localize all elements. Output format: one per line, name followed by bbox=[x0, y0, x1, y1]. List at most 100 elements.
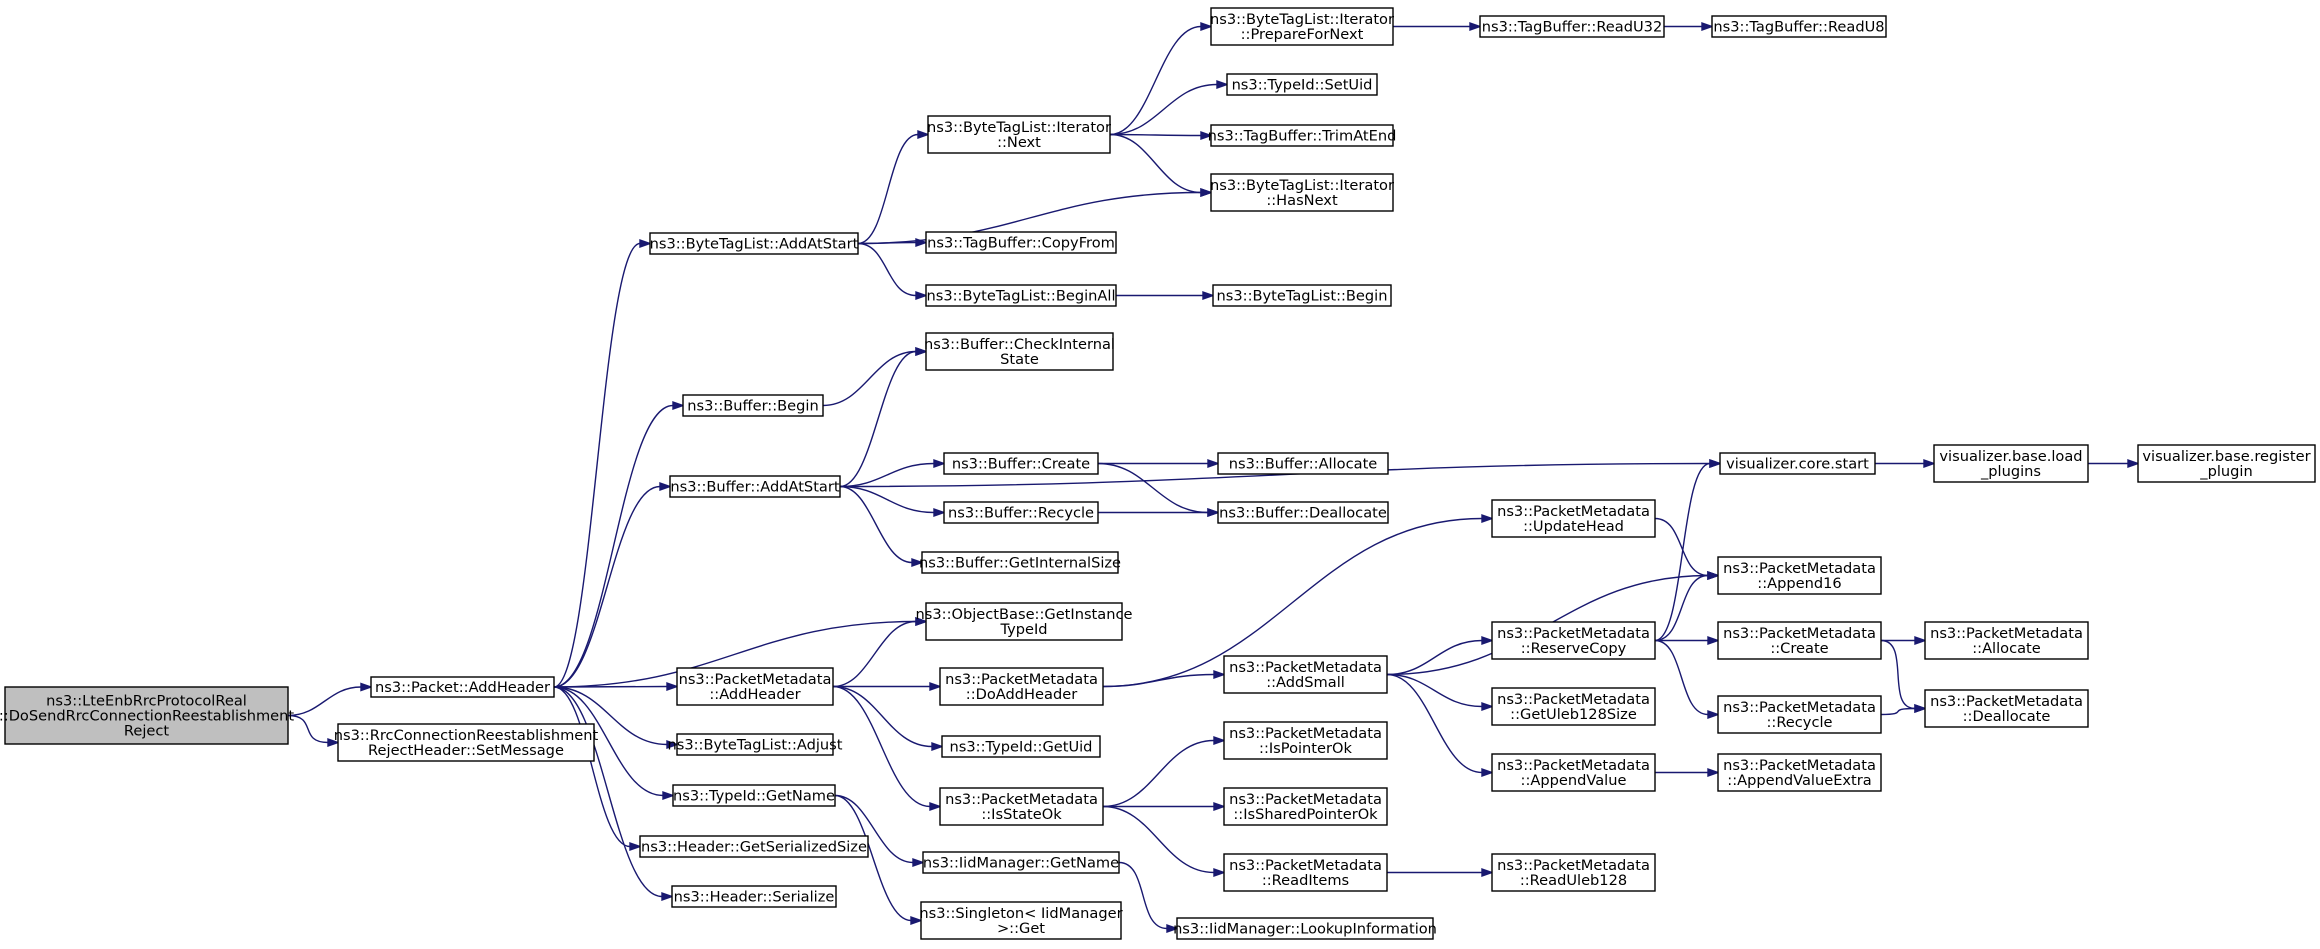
node-label: RejectHeader::SetMessage bbox=[368, 742, 564, 759]
node-typeid-setuid[interactable]: ns3::TypeId::SetUid bbox=[1226, 73, 1378, 96]
node-pm-append16[interactable]: ns3::PacketMetadata::Append16 bbox=[1717, 556, 1882, 595]
node-buf-recycle[interactable]: ns3::Buffer::Recycle bbox=[943, 501, 1099, 524]
node-root[interactable]: ns3::LteEnbRrcProtocolReal::DoSendRrcCon… bbox=[0, 686, 294, 745]
edge-buf-addatstart-to-buf-recycle bbox=[839, 485, 947, 517]
node-label: ::UpdateHead bbox=[1523, 518, 1624, 535]
node-label: ns3::IidManager::GetName bbox=[923, 855, 1119, 872]
edge-line bbox=[1102, 739, 1215, 808]
node-label: ns3::PacketMetadata bbox=[1723, 757, 1876, 774]
edge-arrowhead bbox=[2127, 459, 2141, 468]
node-box bbox=[925, 231, 1117, 254]
node-pm-appendvalueextra[interactable]: ns3::PacketMetadata::AppendValueExtra bbox=[1717, 753, 1882, 792]
node-buf-addatstart[interactable]: ns3::Buffer::AddAtStart bbox=[669, 475, 841, 498]
node-pm-isstateok[interactable]: ns3::PacketMetadata::IsStateOk bbox=[939, 787, 1104, 826]
node-label: ::Create bbox=[1770, 640, 1828, 657]
node-iid-getname[interactable]: ns3::IidManager::GetName bbox=[922, 851, 1120, 874]
node-buf-begin[interactable]: ns3::Buffer::Begin bbox=[682, 394, 824, 417]
node-buf-allocate[interactable]: ns3::Buffer::Allocate bbox=[1217, 452, 1389, 475]
node-box bbox=[941, 735, 1101, 758]
node-buf-getinternalsize[interactable]: ns3::Buffer::GetInternalSize bbox=[919, 551, 1121, 574]
node-pm-allocate[interactable]: ns3::PacketMetadata::Allocate bbox=[1924, 621, 2089, 660]
node-buf-create[interactable]: ns3::Buffer::Create bbox=[943, 452, 1099, 475]
node-box bbox=[1719, 452, 1876, 475]
node-pm-create[interactable]: ns3::PacketMetadata::Create bbox=[1717, 621, 1882, 660]
node-label: ns3::Header::GetSerializedSize bbox=[641, 839, 867, 856]
edge-line bbox=[1109, 133, 1202, 137]
node-layer: ns3::LteEnbRrcProtocolReal::DoSendRrcCon… bbox=[0, 7, 2316, 940]
node-pm-appendvalue[interactable]: ns3::PacketMetadata::AppendValue bbox=[1491, 753, 1656, 792]
node-pm-addheader[interactable]: ns3::PacketMetadata::AddHeader bbox=[676, 667, 834, 706]
node-hdr-getserializedsize[interactable]: ns3::Header::GetSerializedSize bbox=[639, 835, 869, 858]
node-pm-updatehead[interactable]: ns3::PacketMetadata::UpdateHead bbox=[1491, 499, 1656, 538]
node-btl-addatstart[interactable]: ns3::ByteTagList::AddAtStart bbox=[649, 232, 859, 255]
node-pm-readuleb128[interactable]: ns3::PacketMetadata::ReadUleb128 bbox=[1491, 853, 1656, 892]
edge-buf-addatstart-to-buf-create bbox=[839, 459, 947, 488]
node-label: ::Next bbox=[997, 134, 1041, 151]
node-box bbox=[1210, 124, 1394, 147]
edge-arrowhead bbox=[1481, 702, 1495, 711]
edge-line bbox=[553, 686, 663, 898]
node-pm-issharedpointerok[interactable]: ns3::PacketMetadata::IsSharedPointerOk bbox=[1223, 787, 1388, 826]
node-pm-deallocate[interactable]: ns3::PacketMetadata::Deallocate bbox=[1924, 689, 2089, 728]
edge-arrowhead bbox=[911, 558, 925, 567]
edge-buf-create-to-buf-allocate bbox=[1098, 459, 1221, 468]
node-pm-ispointerok[interactable]: ns3::PacketMetadata::IsPointerOk bbox=[1223, 721, 1388, 760]
node-box bbox=[1226, 73, 1378, 96]
node-btl-iter-next[interactable]: ns3::ByteTagList::Iterator::Next bbox=[927, 115, 1111, 154]
node-buf-deallocate[interactable]: ns3::Buffer::Deallocate bbox=[1217, 501, 1389, 524]
edge-arrowhead bbox=[933, 508, 947, 517]
edge-arrowhead bbox=[917, 130, 931, 139]
node-rrc-setmessage[interactable]: ns3::RrcConnectionReestablishmentRejectH… bbox=[334, 723, 599, 762]
node-pkt-addheader[interactable]: ns3::Packet::AddHeader bbox=[370, 676, 555, 698]
edge-line bbox=[832, 620, 917, 688]
node-label: ns3::Buffer::Recycle bbox=[948, 505, 1094, 522]
edge-pm-readitems-to-pm-readuleb128 bbox=[1387, 868, 1495, 877]
node-box bbox=[669, 475, 841, 498]
node-iid-lookupinformation[interactable]: ns3::IidManager::LookupInformation bbox=[1173, 917, 1437, 940]
node-pm-doaddheader[interactable]: ns3::PacketMetadata::DoAddHeader bbox=[939, 667, 1104, 706]
node-box bbox=[639, 835, 869, 858]
node-singleton-get[interactable]: ns3::Singleton< IidManager>::Get bbox=[919, 901, 1123, 940]
node-btl-iter-preparefornext[interactable]: ns3::ByteTagList::Iterator::PrepareForNe… bbox=[1210, 7, 1394, 46]
node-typeid-getname[interactable]: ns3::TypeId::GetName bbox=[672, 784, 836, 807]
node-pm-addsmall[interactable]: ns3::PacketMetadata::AddSmall bbox=[1223, 655, 1388, 694]
node-pm-reservecopy[interactable]: ns3::PacketMetadata::ReserveCopy bbox=[1491, 621, 1656, 660]
node-tb-copyfrom[interactable]: ns3::TagBuffer::CopyFrom bbox=[925, 231, 1117, 254]
node-tb-readu8[interactable]: ns3::TagBuffer::ReadU8 bbox=[1711, 15, 1887, 38]
node-label: ::Append16 bbox=[1757, 575, 1841, 592]
node-btl-iter-hasnext[interactable]: ns3::ByteTagList::Iterator::HasNext bbox=[1210, 173, 1394, 212]
node-pm-recycle[interactable]: ns3::PacketMetadata::Recycle bbox=[1717, 695, 1882, 734]
node-viz-base-registerplugin[interactable]: visualizer.base.register_plugin bbox=[2137, 444, 2316, 483]
edge-btl-addatstart-to-btl-iter-next bbox=[857, 130, 931, 245]
node-label: ::IsPointerOk bbox=[1259, 740, 1352, 757]
edge-line bbox=[1109, 25, 1202, 136]
node-box bbox=[1924, 689, 2089, 728]
node-typeid-getuid[interactable]: ns3::TypeId::GetUid bbox=[941, 735, 1101, 758]
edge-arrowhead bbox=[1707, 710, 1721, 719]
node-box bbox=[1479, 15, 1665, 38]
node-pm-readitems[interactable]: ns3::PacketMetadata::ReadItems bbox=[1223, 853, 1388, 892]
edge-line bbox=[1102, 517, 1483, 688]
node-box bbox=[943, 501, 1099, 524]
edge-typeid-getname-to-iid-getname bbox=[834, 794, 926, 867]
node-hdr-serialize[interactable]: ns3::Header::Serialize bbox=[671, 885, 837, 908]
edge-line bbox=[857, 242, 917, 297]
node-label: ns3::IidManager::LookupInformation bbox=[1173, 921, 1437, 938]
node-viz-core-start[interactable]: visualizer.core.start bbox=[1719, 452, 1876, 475]
node-btl-adjust[interactable]: ns3::ByteTagList::Adjust bbox=[668, 733, 843, 756]
node-tb-readu32[interactable]: ns3::TagBuffer::ReadU32 bbox=[1479, 15, 1665, 38]
node-label: TypeId bbox=[999, 621, 1047, 638]
edge-line bbox=[832, 685, 931, 808]
node-viz-base-loadplugins[interactable]: visualizer.base.load_plugins bbox=[1933, 444, 2089, 483]
edge-pm-addheader-to-typeid-getuid bbox=[832, 685, 945, 751]
edge-arrowhead bbox=[1481, 868, 1495, 877]
node-pm-getuleb128size[interactable]: ns3::PacketMetadata::GetUleb128Size bbox=[1491, 687, 1656, 726]
node-btl-beginall[interactable]: ns3::ByteTagList::BeginAll bbox=[925, 284, 1117, 307]
node-btl-begin[interactable]: ns3::ByteTagList::Begin bbox=[1212, 284, 1392, 307]
edge-line bbox=[553, 404, 674, 688]
edge-arrowhead bbox=[1707, 571, 1721, 580]
node-tb-trimatend[interactable]: ns3::TagBuffer::TrimAtEnd bbox=[1208, 124, 1397, 147]
edge-root-to-pkt-addheader bbox=[287, 682, 374, 717]
